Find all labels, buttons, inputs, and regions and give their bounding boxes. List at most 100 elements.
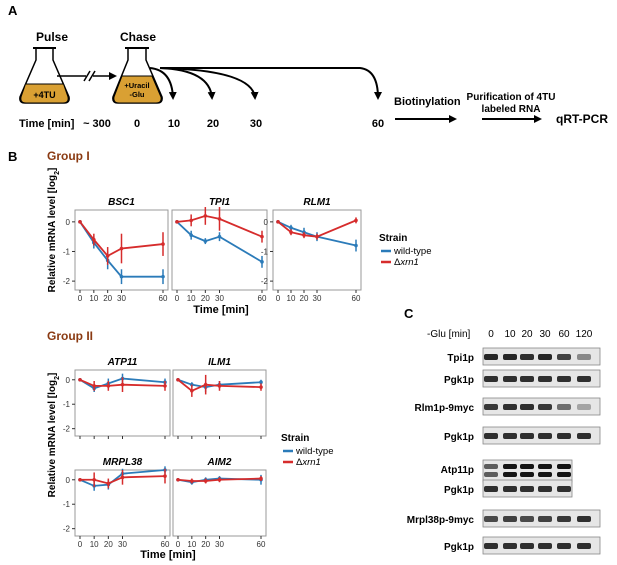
blot-row: Pgk1p [444, 426, 601, 445]
data-point [354, 243, 358, 248]
xlabel-group1: Time [min] [193, 304, 249, 316]
time-20: 20 [207, 118, 219, 130]
blot-band [557, 543, 571, 549]
x-tick-label: 30 [313, 294, 322, 303]
time-30: 30 [250, 118, 262, 130]
legend-title: Strain [379, 233, 407, 244]
blot-band [538, 433, 552, 439]
blot-band [538, 543, 552, 549]
blot-row: Pgk1p [444, 479, 573, 498]
chart-frame [272, 209, 362, 291]
blot-band [538, 472, 552, 477]
blot-label: Mrpl38p-9myc [407, 515, 475, 526]
chart-title: RLM1 [303, 197, 331, 208]
blot-band [520, 433, 534, 439]
blot-band [484, 376, 498, 382]
blot-label: Atp11p [441, 465, 474, 476]
data-point [78, 377, 82, 382]
panel-b-label: B [8, 149, 17, 164]
data-point [163, 474, 167, 478]
blot-band [538, 354, 552, 360]
data-point [217, 384, 222, 388]
x-tick-label: 20 [300, 294, 309, 303]
chase-flask [112, 47, 163, 104]
data-point [120, 382, 125, 387]
blot-band [484, 433, 498, 439]
group-1-label: Group I [47, 149, 90, 163]
x-tick-label: 0 [78, 294, 83, 303]
blot-label: Pgk1p [444, 432, 474, 443]
chart-title: BSC1 [108, 197, 135, 208]
legend-wt-label: wild-type [393, 246, 432, 257]
legend-mut-label: Δxrn1 [296, 457, 321, 468]
chart-title: ILM1 [208, 357, 231, 368]
pulse-label: Pulse [36, 30, 68, 44]
y-tick-label: 0 [66, 476, 71, 485]
time-10: 10 [168, 118, 180, 130]
xlabel-group2: Time [min] [140, 549, 196, 561]
pulse-flask-liquid [20, 83, 69, 104]
data-point [259, 476, 263, 481]
blot-band [503, 516, 517, 522]
blot-band [557, 516, 571, 522]
x-tick-label: 20 [103, 294, 112, 303]
data-point [259, 385, 263, 389]
chart-ilm1: ILM1 [172, 357, 267, 439]
y-tick-label: 0 [66, 376, 71, 385]
data-point [217, 234, 222, 239]
data-point [203, 239, 208, 243]
blot-band [484, 464, 498, 469]
purification-line2: labeled RNA [482, 104, 541, 115]
data-point [92, 237, 96, 242]
blot-band [577, 376, 591, 382]
chase-label: Chase [120, 30, 156, 44]
blot-row: Pgk1p [444, 369, 601, 388]
blot-label: Pgk1p [444, 375, 474, 386]
blot-band [538, 464, 552, 469]
x-tick-label: 10 [287, 294, 296, 303]
x-tick-label: 60 [352, 294, 361, 303]
flask2-label-line1: +Uracil [124, 81, 149, 90]
blot-band [503, 486, 517, 492]
data-point [161, 242, 165, 246]
blot-band [577, 516, 591, 522]
data-point [120, 475, 125, 480]
time-0: 0 [134, 118, 140, 130]
data-point [203, 214, 208, 218]
data-point [119, 246, 124, 251]
data-point [105, 254, 110, 258]
data-point [78, 477, 82, 482]
y-tick-label: -1 [63, 400, 71, 409]
chart-title: ATP11 [107, 357, 138, 368]
blot-band [577, 433, 591, 439]
panel-c-label: C [404, 306, 414, 321]
y-tick-label: 0 [66, 218, 71, 227]
group-2-label: Group II [47, 329, 93, 343]
blot-label: Tpi1p [447, 353, 474, 364]
blot-band [520, 404, 534, 410]
data-point [161, 274, 165, 279]
data-point [106, 384, 111, 388]
blot-band [503, 464, 517, 469]
data-point [190, 479, 194, 483]
data-point [260, 234, 264, 239]
data-point [92, 477, 96, 482]
qrt-pcr-label: qRT-PCR [556, 112, 608, 126]
ylabel-group1: Relative mRNA level [log2] [47, 168, 61, 293]
x-tick-label: 0 [276, 294, 281, 303]
x-tick-label: 10 [187, 294, 196, 303]
blot-band [484, 486, 498, 492]
chase-flask-liquid [113, 75, 162, 104]
x-tick-label: 0 [175, 294, 180, 303]
y-tick-label: -2 [63, 525, 71, 534]
blot-band [520, 516, 534, 522]
blot-band [484, 516, 498, 522]
data-point [163, 384, 167, 388]
time-300: ~ 300 [83, 118, 111, 130]
lane-time-label: 10 [504, 329, 516, 340]
blot-row: Rlm1p-9myc [415, 397, 601, 416]
